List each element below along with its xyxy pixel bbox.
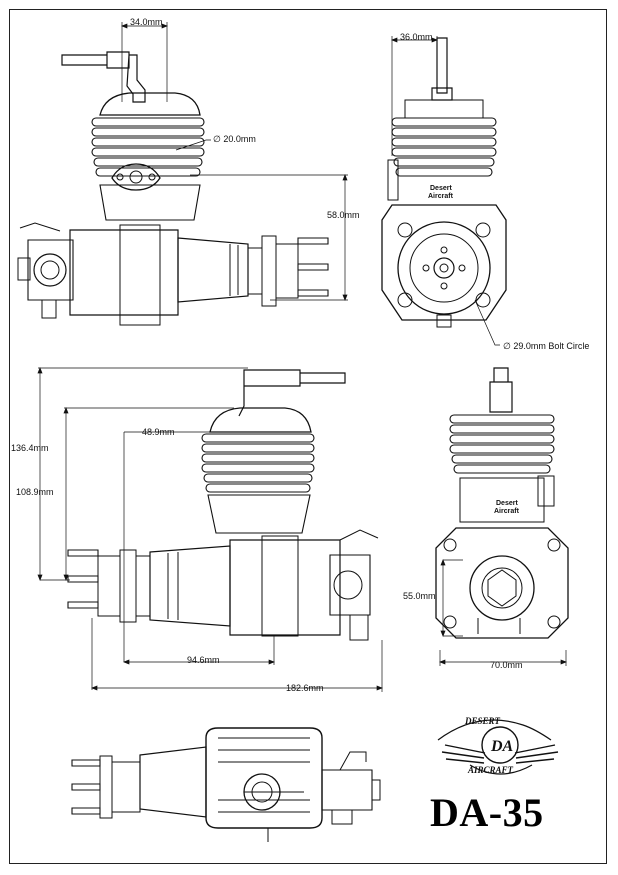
dimension-lines-view4 <box>439 559 567 666</box>
engraved-aircraft-top: Aircraft <box>428 193 454 200</box>
engraved-desert-mid: Desert <box>496 500 518 507</box>
dim-bolt-circle: ∅ 29.0mm Bolt Circle <box>503 341 590 351</box>
engraved-aircraft-mid: Aircraft <box>494 508 520 515</box>
dim-136mm: 136.4mm <box>11 443 49 453</box>
dim-70mm: 70.0mm <box>490 660 523 670</box>
top-view-bottom <box>71 727 381 842</box>
rear-view-middle <box>435 367 569 639</box>
dim-108mm: 108.9mm <box>16 487 54 497</box>
front-view-top <box>381 37 507 328</box>
logo-bottom-text: AIRCRAFT <box>467 765 514 775</box>
engraved-desert-top: Desert <box>430 185 452 192</box>
side-view-top <box>17 51 329 326</box>
dim-94mm: 94.6mm <box>187 655 220 665</box>
dim-48mm: 48.9mm <box>142 427 175 437</box>
dim-55mm: 55.0mm <box>403 591 436 601</box>
dim-34mm: 34.0mm <box>130 17 163 27</box>
dimension-lines-view2 <box>391 36 500 346</box>
dimension-lines-view3 <box>37 367 383 692</box>
dim-dia-20mm: ∅ 20.0mm <box>213 134 256 144</box>
model-name: DA-35 <box>430 790 544 835</box>
dim-36mm: 36.0mm <box>400 32 433 42</box>
dimension-lines-view1 <box>121 22 348 301</box>
desert-aircraft-logo: DA DESERT AIRCRAFT <box>437 716 559 775</box>
side-view-middle <box>67 369 379 641</box>
logo-top-text: DESERT <box>464 716 501 726</box>
dim-58mm: 58.0mm <box>327 210 360 220</box>
logo-mark: DA <box>490 738 514 755</box>
drawing-frame <box>9 9 607 864</box>
dim-182mm: 182.6mm <box>286 683 324 693</box>
